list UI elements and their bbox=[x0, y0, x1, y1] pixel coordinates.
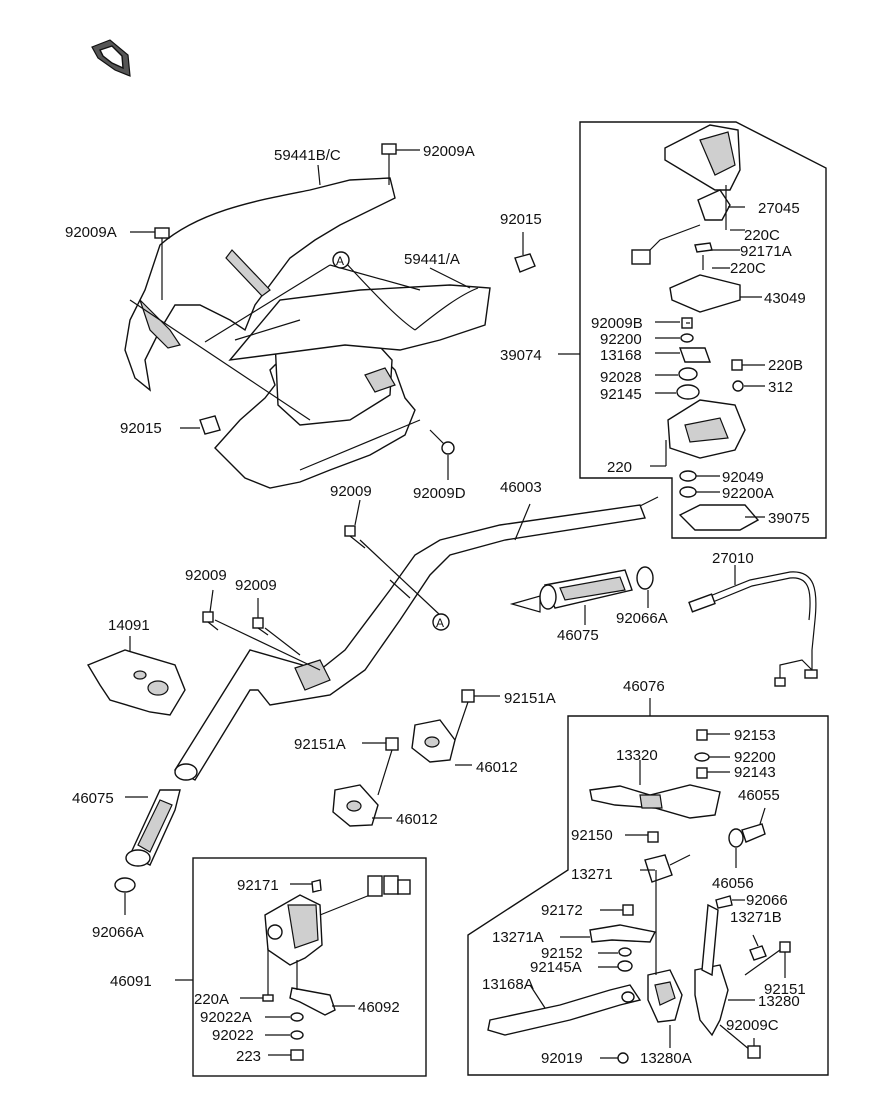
label-13168: 13168 bbox=[600, 347, 642, 364]
label-92171: 92171 bbox=[237, 877, 279, 894]
box-39074 bbox=[558, 121, 827, 539]
label-92009-b1: 92009 bbox=[185, 567, 227, 584]
label-92028: 92028 bbox=[600, 369, 642, 386]
label-92200a: 92200A bbox=[722, 485, 774, 502]
label-46056: 46056 bbox=[712, 875, 754, 892]
part-labels: 59441B/C 92009A 92009A 92015 59441/A A 9… bbox=[65, 143, 810, 1067]
label-13320: 13320 bbox=[616, 747, 658, 764]
label-39074: 39074 bbox=[500, 347, 542, 364]
label-43049: 43049 bbox=[764, 290, 806, 307]
label-220c-2: 220C bbox=[730, 260, 766, 277]
label-92009a-top: 92009A bbox=[423, 143, 475, 160]
label-92066: 92066 bbox=[746, 892, 788, 909]
front-arrow-icon bbox=[91, 39, 131, 77]
label-92066a-l: 92066A bbox=[92, 924, 144, 941]
label-92145: 92145 bbox=[600, 386, 642, 403]
label-13168a: 13168A bbox=[482, 976, 534, 993]
label-92009b: 92009B bbox=[591, 315, 643, 332]
label-92145a: 92145A bbox=[530, 959, 582, 976]
label-46075-l: 46075 bbox=[72, 790, 114, 807]
switch-46091-parts bbox=[240, 875, 411, 1061]
label-92151a-1: 92151A bbox=[504, 690, 556, 707]
label-59441bc: 59441B/C bbox=[274, 147, 341, 164]
clamps-46012 bbox=[332, 689, 500, 827]
box-46076 bbox=[467, 698, 829, 1076]
cowl-assembly bbox=[124, 177, 491, 489]
label-27010: 27010 bbox=[712, 550, 754, 567]
label-220b: 220B bbox=[768, 357, 803, 374]
label-27045: 27045 bbox=[758, 200, 800, 217]
label-92171a: 92171A bbox=[740, 243, 792, 260]
label-46012-1: 46012 bbox=[476, 759, 518, 776]
label-92022a: 92022A bbox=[200, 1009, 252, 1026]
switch-39074-parts bbox=[631, 124, 765, 531]
label-92009: 92009 bbox=[330, 483, 372, 500]
label-92009a-left: 92009A bbox=[65, 224, 117, 241]
cable-27010 bbox=[688, 565, 818, 687]
label-46003: 46003 bbox=[500, 479, 542, 496]
label-92015-left: 92015 bbox=[120, 420, 162, 437]
grip-left bbox=[114, 789, 181, 915]
handlebar bbox=[173, 251, 659, 781]
box-46091 bbox=[175, 857, 427, 1077]
label-13271: 13271 bbox=[571, 866, 613, 883]
label-92143: 92143 bbox=[734, 764, 776, 781]
label-92172: 92172 bbox=[541, 902, 583, 919]
label-13280a: 13280A bbox=[640, 1050, 692, 1067]
label-13271a: 13271A bbox=[492, 929, 544, 946]
leader-lines bbox=[129, 164, 471, 652]
fasteners-top bbox=[130, 143, 536, 480]
lever-assembly-46076 bbox=[487, 729, 791, 1064]
label-312: 312 bbox=[768, 379, 793, 396]
label-92152: 92152 bbox=[541, 945, 583, 962]
grip-right bbox=[509, 566, 654, 625]
label-92200-b: 92200 bbox=[734, 749, 776, 766]
label-13271b: 13271B bbox=[730, 909, 782, 926]
label-59441a: 59441/A bbox=[404, 251, 460, 268]
label-220c-1: 220C bbox=[744, 227, 780, 244]
label-a-top: A bbox=[336, 254, 344, 268]
label-92200-r: 92200 bbox=[600, 331, 642, 348]
label-39075: 39075 bbox=[768, 510, 810, 527]
label-46076: 46076 bbox=[623, 678, 665, 695]
label-92066a-r: 92066A bbox=[616, 610, 668, 627]
label-92015-top: 92015 bbox=[500, 211, 542, 228]
label-92151a-2: 92151A bbox=[294, 736, 346, 753]
label-13280: 13280 bbox=[758, 993, 800, 1010]
bolts-handlebar bbox=[202, 525, 366, 636]
label-220a: 220A bbox=[194, 991, 229, 1008]
cover-14091 bbox=[86, 649, 186, 716]
label-92153: 92153 bbox=[734, 727, 776, 744]
label-46055: 46055 bbox=[738, 787, 780, 804]
label-92151: 92151 bbox=[764, 981, 806, 998]
label-92009c: 92009C bbox=[726, 1017, 779, 1034]
label-46092: 46092 bbox=[358, 999, 400, 1016]
label-a-bot: A bbox=[436, 616, 444, 630]
label-92009-b2: 92009 bbox=[235, 577, 277, 594]
label-223: 223 bbox=[236, 1048, 261, 1065]
label-92009d: 92009D bbox=[413, 485, 466, 502]
label-92150: 92150 bbox=[571, 827, 613, 844]
label-14091: 14091 bbox=[108, 617, 150, 634]
label-220: 220 bbox=[607, 459, 632, 476]
label-46012-2: 46012 bbox=[396, 811, 438, 828]
label-92049: 92049 bbox=[722, 469, 764, 486]
label-92019: 92019 bbox=[541, 1050, 583, 1067]
label-46075-r: 46075 bbox=[557, 627, 599, 644]
label-46091: 46091 bbox=[110, 973, 152, 990]
label-92022: 92022 bbox=[212, 1027, 254, 1044]
